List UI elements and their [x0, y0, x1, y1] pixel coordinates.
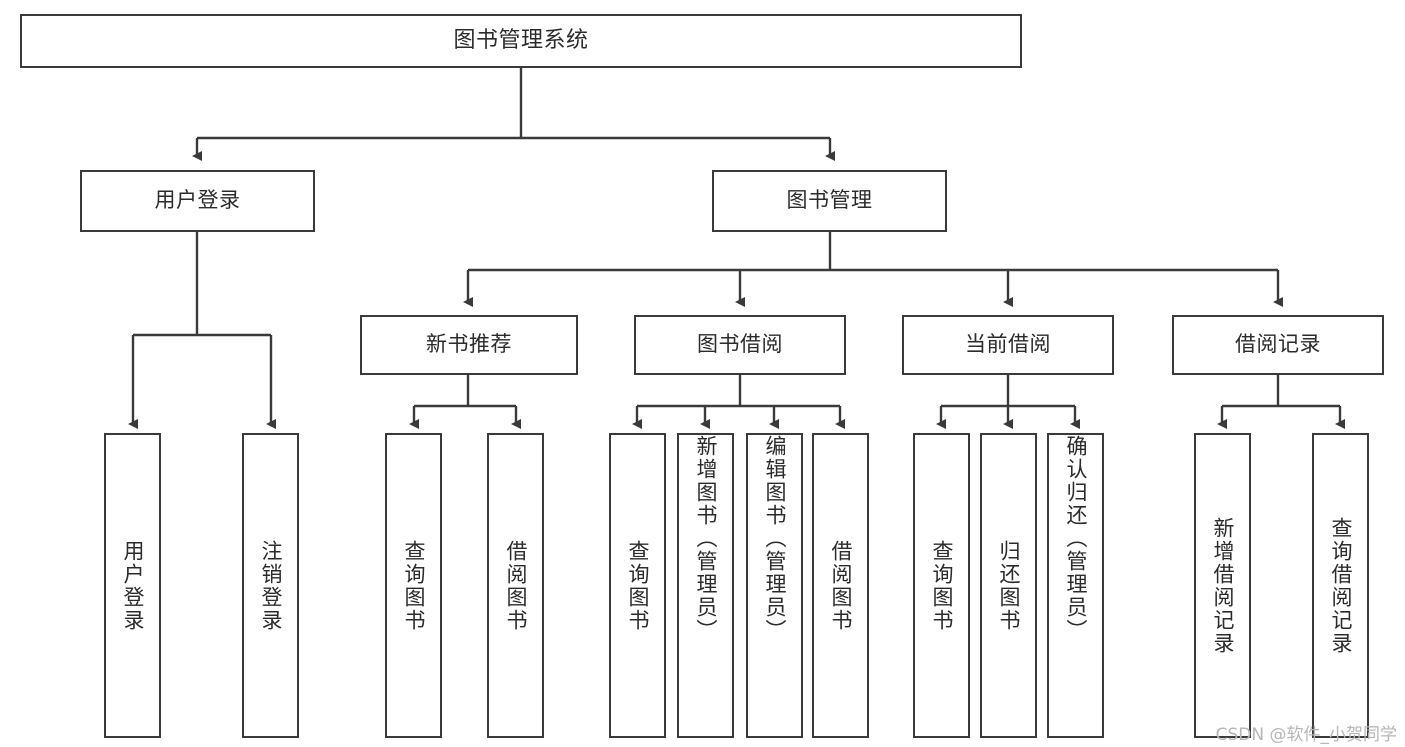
- leaf-add-book-label: 新增图书（管理员）: [693, 435, 718, 642]
- leaf-borrow-book-1-label: 借阅图书: [503, 539, 528, 632]
- leaf-query-book-3[interactable]: 查询图书: [913, 433, 970, 738]
- node-user-login-label: 用户登录: [154, 188, 241, 213]
- node-new-book-recommend-label: 新书推荐: [426, 332, 512, 357]
- leaf-confirm-return-label: 确认归还（管理员）: [1063, 435, 1088, 642]
- leaf-query-book-1[interactable]: 查询图书: [385, 433, 442, 738]
- leaf-user-login-label: 用户登录: [120, 539, 145, 632]
- leaf-query-book-2-label: 查询图书: [625, 539, 650, 632]
- leaf-edit-book[interactable]: 编辑图书（管理员）: [746, 433, 803, 738]
- leaf-borrow-book-2-label: 借阅图书: [828, 539, 853, 632]
- leaf-add-record[interactable]: 新增借阅记录: [1194, 433, 1251, 738]
- node-user-login[interactable]: 用户登录: [80, 170, 315, 232]
- leaf-query-book-3-label: 查询图书: [929, 539, 954, 632]
- leaf-return-book[interactable]: 归还图书: [980, 433, 1037, 738]
- node-borrow-record-label: 借阅记录: [1235, 332, 1321, 357]
- node-book-manage[interactable]: 图书管理: [712, 170, 947, 232]
- leaf-edit-book-label: 编辑图书（管理员）: [762, 435, 787, 642]
- node-book-borrow[interactable]: 图书借阅: [634, 315, 846, 375]
- leaf-borrow-book-1[interactable]: 借阅图书: [487, 433, 544, 738]
- leaf-add-book[interactable]: 新增图书（管理员）: [677, 433, 734, 738]
- leaf-logout-login-label: 注销登录: [258, 539, 283, 632]
- leaf-query-record[interactable]: 查询借阅记录: [1312, 433, 1369, 738]
- leaf-add-record-label: 新增借阅记录: [1210, 516, 1235, 655]
- leaf-query-book-2[interactable]: 查询图书: [609, 433, 666, 738]
- leaf-user-login[interactable]: 用户登录: [104, 433, 161, 738]
- node-book-borrow-label: 图书借阅: [697, 332, 783, 357]
- node-borrow-record[interactable]: 借阅记录: [1172, 315, 1384, 375]
- node-system-root[interactable]: 图书管理系统: [20, 14, 1022, 68]
- node-book-manage-label: 图书管理: [786, 188, 873, 213]
- leaf-query-book-1-label: 查询图书: [401, 539, 426, 632]
- leaf-query-record-label: 查询借阅记录: [1328, 516, 1353, 655]
- leaf-confirm-return[interactable]: 确认归还（管理员）: [1047, 433, 1104, 738]
- leaf-borrow-book-2[interactable]: 借阅图书: [812, 433, 869, 738]
- node-current-borrow[interactable]: 当前借阅: [902, 315, 1114, 375]
- node-system-root-label: 图书管理系统: [453, 27, 589, 53]
- csdn-watermark: CSDN @软件_小贺同学: [1215, 725, 1397, 745]
- leaf-logout-login[interactable]: 注销登录: [242, 433, 299, 738]
- node-current-borrow-label: 当前借阅: [965, 332, 1051, 357]
- node-new-book-recommend[interactable]: 新书推荐: [360, 315, 578, 375]
- leaf-return-book-label: 归还图书: [996, 539, 1021, 632]
